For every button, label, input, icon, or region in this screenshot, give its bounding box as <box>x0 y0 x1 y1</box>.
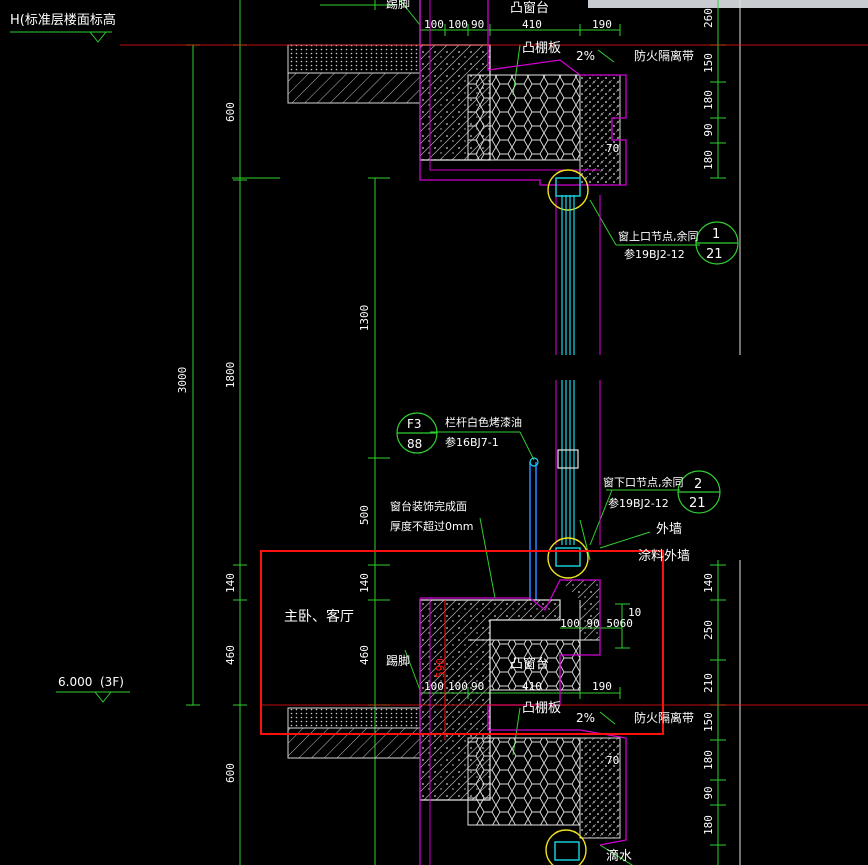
dim-right-1: 150 <box>702 53 715 73</box>
dim-mid-140: 140 <box>358 573 371 593</box>
dim-bottom-90: 90 <box>471 680 484 693</box>
dim-bottom-70: 70 <box>606 754 619 767</box>
sill-note-line2: 厚度不超过0mm <box>390 519 473 533</box>
dim-right-11: 180 <box>702 815 715 835</box>
dim-left-140: 140 <box>224 573 237 593</box>
tufentai-top-label: 凸窗台 <box>510 0 549 16</box>
glazing-outline <box>555 195 601 545</box>
std-floor-level-label: H(标准层楼面标高 <box>10 12 116 28</box>
dim-sill-10: 10 <box>628 606 641 619</box>
dim-mid-500: 500 <box>358 505 371 525</box>
dim-top-100b: 100 <box>448 18 468 31</box>
dim-top-100a: 100 <box>424 18 444 31</box>
upper-structure <box>287 0 627 211</box>
dim-left-460: 460 <box>224 645 237 665</box>
window-bottom-ref: 参19BJ2-12 <box>608 496 669 510</box>
outer-wall-label: 外墙 <box>656 522 682 537</box>
dim-left-600-top: 600 <box>224 102 237 122</box>
dim-right-3: 90 <box>702 123 715 136</box>
window-glass <box>561 195 575 545</box>
detail-1-number: 1 <box>712 227 720 242</box>
dim-right-4: 180 <box>702 150 715 170</box>
dimension-lines <box>10 0 726 865</box>
fire-barrier-bottom-label: 防火隔离带 <box>634 710 694 725</box>
railing-note: 栏杆白色烤漆油 <box>445 415 522 429</box>
drip-label: 滴水 <box>606 848 632 864</box>
detail-2-number: 2 <box>694 477 702 492</box>
annotation-text: H(标准层楼面标高 6.000 (3F) 凸棚板 凸窗台 2% 防火隔离带 踢脚… <box>10 0 723 864</box>
window-top-note: 窗上口节点,余同 <box>618 229 699 243</box>
tufentai-bottom-label: 凸窗台 <box>510 656 549 672</box>
fire-barrier-top-label: 防火隔离带 <box>634 48 694 63</box>
detail-f-sheet: 88 <box>407 437 422 451</box>
detail-f-number: F3 <box>407 417 422 431</box>
detail-1-sheet: 21 <box>706 247 723 262</box>
dim-right-9: 180 <box>702 750 715 770</box>
window-sash-clip <box>557 449 579 469</box>
tuwding-top-label: 凸棚板 <box>522 41 561 56</box>
detail-circles <box>396 221 739 514</box>
highlight-box <box>260 550 664 735</box>
skirting-bottom-label: 踢脚 <box>386 653 410 668</box>
window-top-ref: 参19BJ2-12 <box>624 247 685 261</box>
dim-top-90: 90 <box>471 18 484 31</box>
skirting-top-label: 踢脚 <box>386 0 410 11</box>
sill-note-line1: 窗台装饰完成面 <box>390 499 467 513</box>
dim-right-10: 90 <box>702 786 715 799</box>
dim-bottom-190: 190 <box>592 680 612 693</box>
railing <box>529 457 539 600</box>
floor-3f-elevation: 6.000 <box>58 675 92 689</box>
window-bottom-note: 窗下口节点,余同 <box>603 475 684 489</box>
dim-right-2: 180 <box>702 90 715 110</box>
dim-right-5: 140 <box>702 573 715 593</box>
dim-bottom-410: 410 <box>522 680 542 693</box>
dim-right-7: 210 <box>702 673 715 693</box>
dim-right-0: 260 <box>702 8 715 28</box>
dim-left-1800: 1800 <box>224 362 237 389</box>
dim-top-190: 190 <box>592 18 612 31</box>
window-titlebar-strip <box>588 0 868 8</box>
dim-total: 3000 <box>176 367 189 394</box>
dim-right-8: 150 <box>702 712 715 732</box>
dim-bottom-100a: 100 <box>424 680 444 693</box>
railing-ref: 参16BJ7-1 <box>445 435 499 449</box>
dim-red-590: 590 <box>434 658 447 678</box>
dim-mid-460: 460 <box>358 645 371 665</box>
dim-sill-row: 100 90 5060 <box>560 617 633 630</box>
floor-3f-tag: (3F) <box>100 675 124 689</box>
dim-left-600-bottom: 600 <box>224 763 237 783</box>
detail-2-sheet: 21 <box>689 496 706 511</box>
dim-top-410: 410 <box>522 18 542 31</box>
tuwding-bottom-label: 凸棚板 <box>522 701 561 716</box>
lower-structure <box>287 537 627 865</box>
room-label: 主卧、客厅 <box>284 608 354 625</box>
dim-top-70: 70 <box>606 142 619 155</box>
slope-top-label: 2% <box>576 49 595 63</box>
dim-right-6: 250 <box>702 620 715 640</box>
dim-bottom-100b: 100 <box>448 680 468 693</box>
paint-wall-label: 涂料外墙 <box>638 548 690 564</box>
slope-bottom-label: 2% <box>576 711 595 725</box>
dim-mid-1300: 1300 <box>358 305 371 332</box>
dimension-text: 3000 600 1800 140 460 600 1300 500 140 4… <box>176 8 715 835</box>
